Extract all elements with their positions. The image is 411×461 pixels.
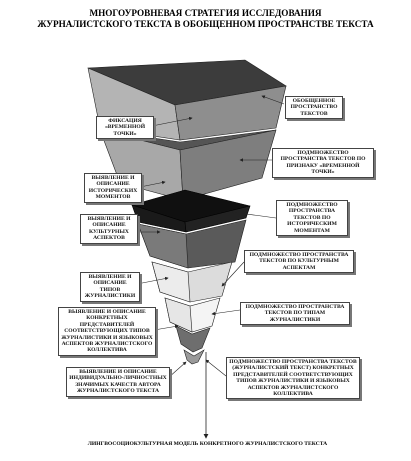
- pointer-right-5: [211, 309, 241, 316]
- pointer-right-4: [221, 261, 245, 287]
- label-general-space: ОБОБЩЕННОЕ ПРОСТРАНСТВО ТЕКСТОВ: [285, 96, 343, 120]
- layer-cultural-aspects: [137, 219, 247, 269]
- label-author-qualities: ВЫЯВЛЕНИЕ И ОПИСАНИЕ ИНДИВИДУАЛЬНО-ЛИЧНО…: [66, 367, 170, 397]
- label-subset-concrete-text: ПОДМНОЖЕСТВО ПРОСТРАНСТВА ТЕКСТОВ (ЖУРНА…: [226, 357, 360, 400]
- title-line-2: ЖУРНАЛИСТСКОГО ТЕКСТА В ОБОБЩЕННОМ ПРОСТ…: [37, 19, 374, 29]
- pointer-left-5: [153, 324, 179, 331]
- label-historical-moments: ВЫЯВЛЕНИЕ И ОПИСАНИЕ ИСТОРИЧЕСКИХ МОМЕНТ…: [84, 173, 142, 203]
- pointer-left-2: [139, 180, 166, 188]
- layer-author-qualities: [183, 349, 205, 365]
- layer-general-space: [87, 59, 287, 141]
- layer-representatives: [164, 297, 221, 333]
- label-subset-cultural: ПОДМНОЖЕСТВО ПРОСТРАНСТВА ТЕКСТОВ ПО КУЛ…: [244, 250, 354, 274]
- pointer-left-6: [167, 361, 187, 379]
- diagram-title: МНОГОУРОВНЕВАЯ СТРАТЕГИЯ ИССЛЕДОВАНИЯ ЖУ…: [0, 8, 411, 30]
- label-subset-historical: ПОДМНОЖЕСТВО ПРОСТРАНСТВА ТЕКСТОВ ПО ИСТ…: [276, 200, 348, 237]
- label-journalism-types: ВЫЯВЛЕНИЕ И ОПИСАНИЕ ТИПОВ ЖУРНАЛИСТИКИ: [80, 272, 140, 302]
- label-time-point-fixation: ФИКСАЦИЯ «ВРЕМЕННОЙ ТОЧКИ»: [96, 116, 154, 140]
- label-subset-journalism-types: ПОДМНОЖЕСТВО ПРОСТРАНСТВА ТЕКСТОВ ПО ТИП…: [240, 302, 350, 326]
- label-subset-time-point: ПОДМНОЖЕСТВО ПРОСТРАНСТВА ТЕКСТОВ ПО ПРИ…: [272, 148, 374, 178]
- label-concrete-representatives: ВЫЯВЛЕНИЕ И ОПИСАНИЕ КОНКРЕТНЫХ ПРЕДСТАВ…: [58, 307, 156, 356]
- layer-language-aspects: [175, 325, 211, 353]
- layer-historical-moments: [130, 189, 251, 233]
- layer-journalism-types: [151, 261, 233, 303]
- pointer-right-1: [261, 95, 285, 105]
- pointer-left-4: [136, 276, 169, 285]
- pointer-right-6: [205, 359, 227, 377]
- bottom-model-label: ЛИНГВОСОЦИОКУЛЬТУРНАЯ МОДЕЛЬ КОНКРЕТНОГО…: [87, 441, 328, 447]
- pointer-right-3: [231, 210, 277, 219]
- label-cultural-aspects: ВЫЯВЛЕНИЕ И ОПИСАНИЕ КУЛЬТУРНЫХ АСПЕКТОВ: [80, 214, 138, 244]
- title-line-1: МНОГОУРОВНЕВАЯ СТРАТЕГИЯ ИССЛЕДОВАНИЯ: [89, 8, 322, 18]
- pointer-left-1: [151, 116, 193, 127]
